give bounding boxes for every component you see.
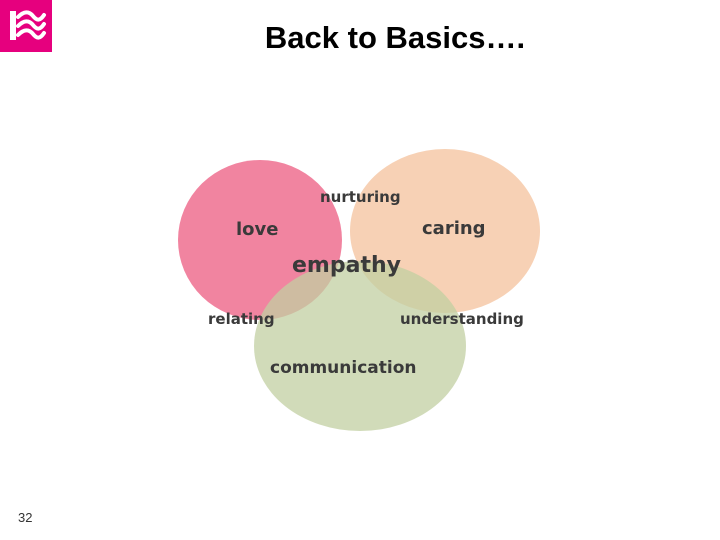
venn-label-relating: relating <box>208 310 275 328</box>
waves-logo-icon <box>10 10 46 40</box>
slide-title: Back to Basics…. <box>264 20 526 55</box>
venn-circles <box>178 149 540 431</box>
venn-diagram: nurturing love caring empathy relating u… <box>150 120 600 450</box>
brand-logo <box>0 0 52 52</box>
venn-label-empathy: empathy <box>292 253 401 278</box>
venn-label-nurturing: nurturing <box>320 188 401 206</box>
venn-label-communication: communication <box>270 358 417 378</box>
page-number: 32 <box>18 510 33 525</box>
venn-label-love: love <box>236 219 278 240</box>
venn-label-caring: caring <box>422 218 486 239</box>
venn-circle-green <box>254 261 466 431</box>
venn-label-understanding: understanding <box>400 310 524 328</box>
